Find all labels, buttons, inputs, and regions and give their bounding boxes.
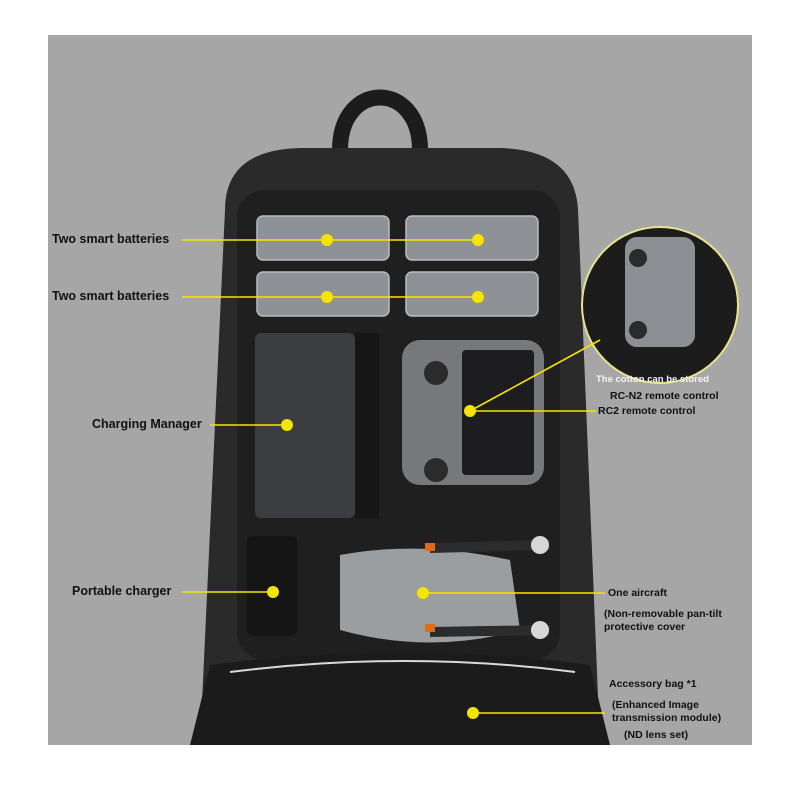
charging-manager-block [255, 333, 355, 518]
rc2-remote-screen [462, 350, 534, 475]
label-cotton-stored: The cotton can be stored [596, 374, 709, 385]
aircraft-motor-top [531, 536, 549, 554]
backpack-handle [332, 89, 428, 151]
label-aircraft: One aircraft [608, 587, 667, 599]
dot-accessory [467, 707, 479, 719]
label-batteries-bottom: Two smart batteries [52, 289, 170, 303]
aircraft-motor-bottom [531, 621, 549, 639]
dot-charging-manager [281, 419, 293, 431]
dot-batteries-bottom-right [472, 291, 484, 303]
label-accessory-note-2: transmission module) [612, 712, 722, 724]
label-accessory-bag: Accessory bag *1 [609, 678, 697, 690]
dot-batteries-top-left [321, 234, 333, 246]
aircraft-arm-top [429, 540, 551, 553]
dot-portable-charger [267, 586, 279, 598]
leader-zoom [469, 339, 601, 412]
rc2-left-stick [424, 361, 448, 385]
label-aircraft-note-2: protective cover [604, 621, 686, 633]
aircraft-orange-tab-top [425, 543, 435, 551]
label-portable-charger: Portable charger [72, 584, 172, 598]
rc-n2-right-stick [629, 321, 647, 339]
accessory-bag-zipper [229, 660, 576, 673]
label-rc2: RC2 remote control [598, 405, 696, 417]
battery-top-right [405, 215, 539, 261]
aircraft-body [340, 548, 520, 643]
aircraft-arm-bottom [429, 625, 551, 637]
label-batteries-top: Two smart batteries [52, 232, 170, 246]
battery-bottom-right [405, 271, 539, 317]
label-accessory-note-3: (ND lens set) [624, 729, 689, 741]
dot-batteries-top-right [472, 234, 484, 246]
label-accessory-note-1: (Enhanced Image [612, 699, 699, 711]
dot-rc2 [464, 405, 476, 417]
aircraft-orange-tab-bottom [425, 624, 435, 632]
portable-charger-pocket [247, 536, 297, 636]
rc2-right-stick [424, 458, 448, 482]
label-rc-n2: RC-N2 remote control [610, 390, 719, 402]
dot-aircraft [417, 587, 429, 599]
charging-manager-slot [355, 333, 379, 518]
dot-batteries-bottom-left [321, 291, 333, 303]
label-charging-manager: Charging Manager [92, 417, 202, 431]
label-aircraft-note-1: (Non-removable pan-tilt [604, 608, 722, 620]
rc-n2-left-stick [629, 249, 647, 267]
accessory-bag [190, 652, 610, 745]
